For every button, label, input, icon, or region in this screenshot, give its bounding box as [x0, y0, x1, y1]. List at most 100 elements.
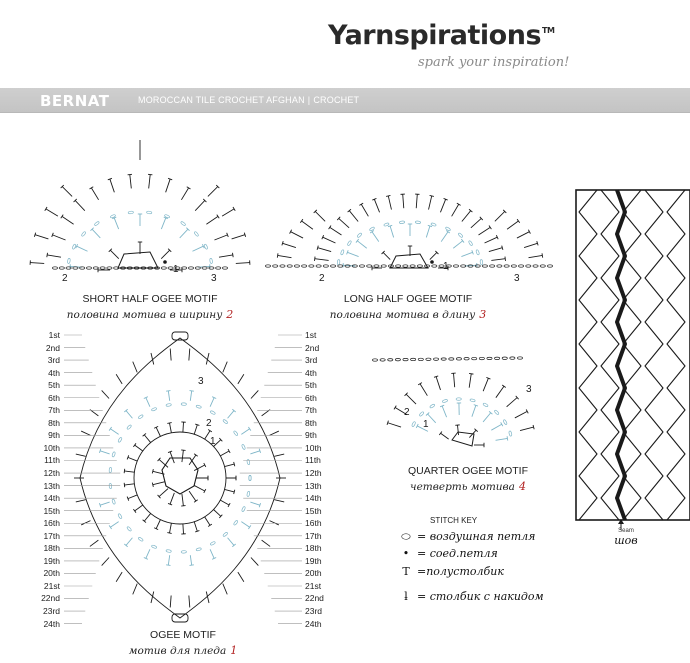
row-number: 24th: [43, 618, 60, 629]
stitch: [134, 444, 144, 452]
stitch: [474, 428, 478, 432]
stitch: [281, 241, 284, 246]
stitch: [167, 532, 172, 534]
chain-stitch: [419, 411, 424, 417]
stitch: [222, 361, 228, 373]
chain-stitch: [510, 264, 517, 268]
stitch: [473, 404, 479, 407]
stitch: [195, 423, 200, 426]
stitch: [220, 450, 230, 457]
stitch: [501, 245, 504, 250]
row-number: 13th: [43, 480, 60, 491]
row-number: 1st: [305, 330, 317, 340]
chain-stitch: [322, 264, 329, 268]
row-number: 6th: [305, 392, 317, 403]
stitch: [188, 595, 191, 608]
stitch: [464, 264, 477, 267]
chain-stitch: [351, 264, 358, 268]
stitch: [433, 375, 439, 378]
stitch: [314, 258, 329, 261]
stitch: [440, 199, 447, 213]
stitch: [329, 226, 342, 236]
stitch: [160, 249, 171, 260]
row-number: 14th: [305, 493, 322, 504]
stitch: [457, 425, 459, 436]
stitch: [155, 427, 161, 437]
stitch: [181, 493, 184, 506]
stitch: [167, 422, 172, 424]
row-number: 18th: [305, 543, 322, 554]
stitch: [179, 228, 189, 239]
stitch: [109, 178, 115, 193]
stitch: [186, 227, 190, 232]
chain-stitch: [222, 266, 228, 270]
stitch: [193, 485, 206, 492]
stitch: [495, 437, 508, 441]
stitch: [99, 502, 102, 508]
chain-stitch: [272, 264, 279, 268]
stitch: [76, 245, 88, 252]
ogee-lattice-line: [644, 189, 664, 521]
row-number: 20th: [305, 568, 322, 579]
stitch: [188, 454, 197, 466]
row-number: 4th: [48, 367, 60, 378]
marker-number: 1: [423, 419, 429, 430]
stitch: [277, 255, 292, 259]
row-number: 12th: [43, 468, 60, 479]
stitch: [186, 186, 191, 190]
ogee-lattice-line: [578, 189, 598, 521]
stitch: [205, 591, 210, 604]
center-chain-ring: [451, 431, 475, 447]
stitch: [469, 373, 474, 375]
stitch: [301, 220, 314, 230]
stitch: [237, 571, 245, 582]
stitch: [169, 595, 172, 608]
stitch: [203, 462, 207, 468]
row-number: 22nd: [305, 593, 324, 604]
stitch: [235, 262, 250, 264]
stitch: [527, 229, 531, 234]
stitch: [123, 482, 126, 488]
row-number: 14th: [43, 493, 60, 504]
chain-stitch: [460, 264, 467, 268]
stitch: [486, 376, 491, 380]
stitch: [101, 390, 110, 399]
stitch: [151, 469, 154, 474]
chain-stitch: [517, 356, 523, 360]
stitch: [45, 208, 59, 217]
stitch: [182, 523, 184, 534]
row-number: 4th: [305, 367, 317, 378]
stitch: [143, 557, 149, 560]
stitch: [169, 492, 175, 505]
chain-stitch: [430, 222, 437, 227]
chain-stitch: [248, 475, 252, 481]
stitch: [166, 390, 171, 392]
stitch: [434, 250, 439, 255]
chain-stitch: [164, 214, 170, 219]
stitch: [181, 449, 186, 451]
stitch: [193, 424, 198, 435]
stitch: [502, 209, 507, 214]
stitch: [427, 413, 437, 424]
chain-stitch: [416, 264, 423, 268]
chain-stitch: [496, 264, 503, 268]
double-crochet-icon: ƚ: [404, 590, 408, 603]
chain-stitch: [547, 264, 553, 268]
row-number: 23rd: [42, 606, 60, 617]
stitch: [314, 211, 326, 222]
stitch: [167, 450, 173, 454]
chain-stitch: [65, 266, 72, 270]
stitch: [189, 390, 193, 401]
chain-stitch: [188, 266, 194, 270]
chain-stitch: [181, 266, 188, 270]
stitch: [237, 374, 245, 385]
chain-stitch: [86, 266, 92, 270]
row-number: 17th: [305, 530, 322, 541]
stitch: [541, 253, 544, 258]
stitch: [514, 411, 528, 419]
stitch: [321, 234, 325, 240]
stitch: [108, 426, 112, 431]
